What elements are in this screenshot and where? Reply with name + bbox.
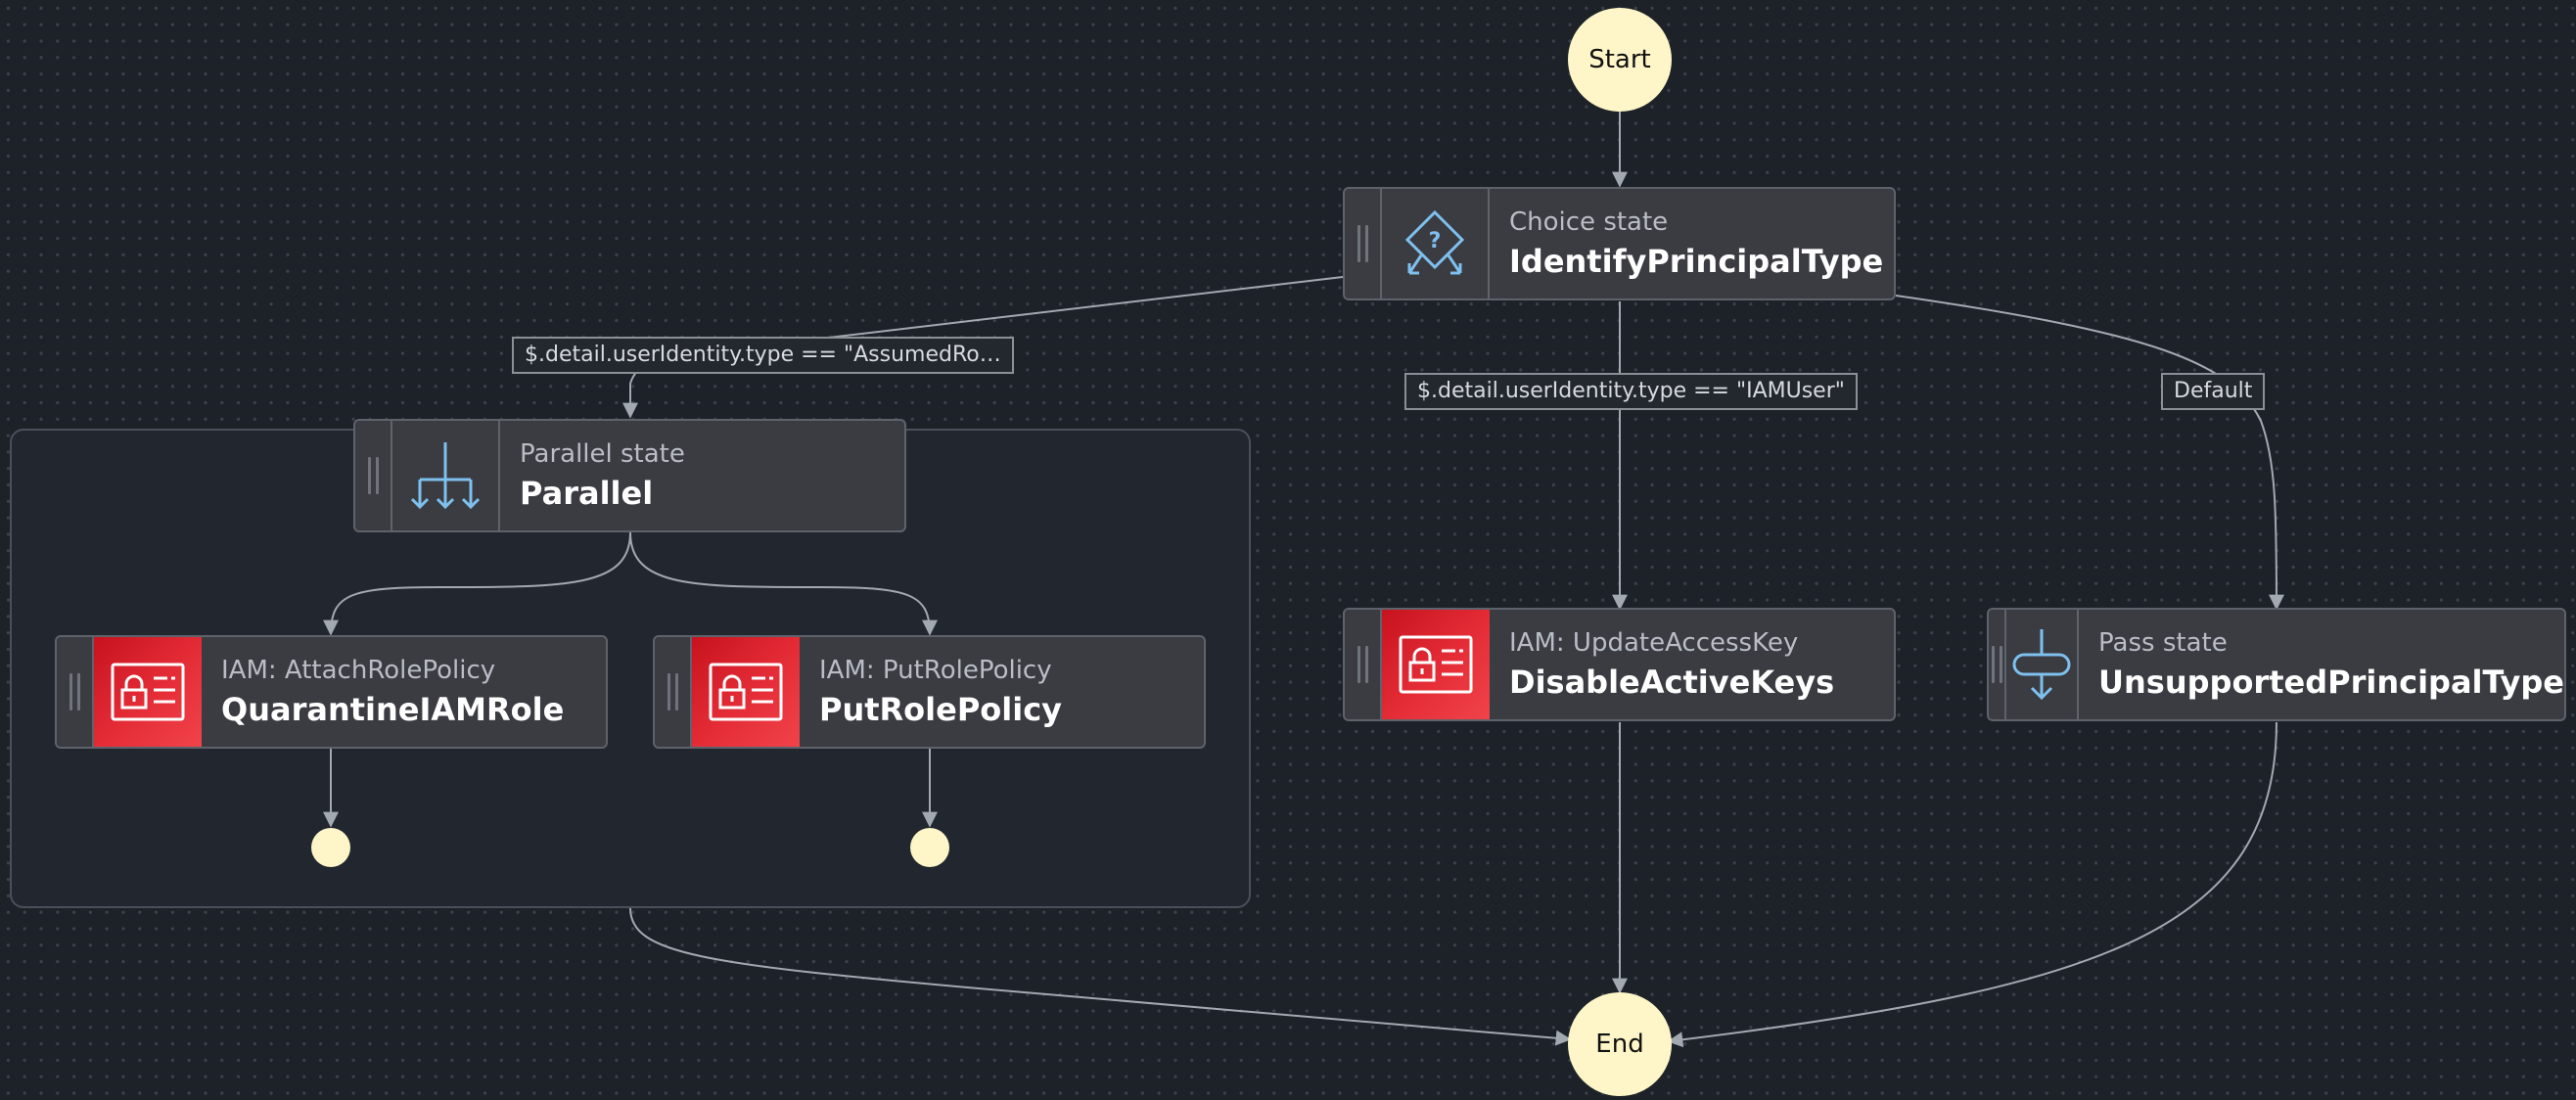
edge-pass-end xyxy=(1667,721,2277,1048)
pass-arrow-icon xyxy=(2006,610,2080,719)
drag-handle[interactable] xyxy=(355,421,392,530)
drag-handle[interactable] xyxy=(1345,610,1382,719)
end-node[interactable]: End xyxy=(1568,992,1672,1096)
attach-name: QuarantineIAMRole xyxy=(221,691,565,728)
choice-kind: Choice state xyxy=(1509,207,1669,237)
parallel-branch-icon xyxy=(392,421,500,530)
drag-handle[interactable] xyxy=(1345,189,1382,298)
put-kind: IAM: PutRolePolicy xyxy=(819,656,1052,685)
edge-label-assumed-role[interactable]: $.detail.userIdentity.type == "AssumedRo… xyxy=(512,337,1014,374)
update-name: DisableActiveKeys xyxy=(1509,664,1835,701)
parallel-state-node[interactable]: Parallel state Parallel xyxy=(353,419,906,532)
choice-name: IdentifyPrincipalType xyxy=(1509,243,1884,280)
iam-certificate-icon xyxy=(692,637,800,747)
edge-label-iam-user[interactable]: $.detail.userIdentity.type == "IAMUser" xyxy=(1404,373,1858,410)
drag-handle[interactable] xyxy=(57,637,94,747)
update-access-key-node[interactable]: IAM: UpdateAccessKey DisableActiveKeys xyxy=(1343,608,1896,721)
drag-handle[interactable] xyxy=(1989,610,2007,719)
edge-parallel-end xyxy=(629,907,1572,1046)
attach-kind: IAM: AttachRolePolicy xyxy=(221,656,496,685)
choice-state-node[interactable]: ? Choice state IdentifyPrincipalType xyxy=(1343,187,1896,300)
branch-end-attach xyxy=(311,828,350,867)
edge-label-default[interactable]: Default xyxy=(2161,373,2266,410)
end-label: End xyxy=(1595,1030,1644,1059)
pass-kind: Pass state xyxy=(2098,628,2228,658)
parallel-name: Parallel xyxy=(520,475,654,512)
put-name: PutRolePolicy xyxy=(819,691,1063,728)
edge-parallel-attach xyxy=(323,531,631,636)
pass-state-node[interactable]: Pass state UnsupportedPrincipalType xyxy=(1987,608,2566,721)
iam-certificate-icon xyxy=(1382,610,1490,719)
iam-certificate-icon xyxy=(94,637,202,747)
edge-parallel-put xyxy=(629,531,938,636)
choice-diamond-icon: ? xyxy=(1382,189,1490,298)
drag-handle[interactable] xyxy=(655,637,692,747)
attach-role-policy-node[interactable]: IAM: AttachRolePolicy QuarantineIAMRole xyxy=(55,635,608,749)
update-kind: IAM: UpdateAccessKey xyxy=(1509,628,1799,658)
edge-choice-pass xyxy=(1895,295,2284,611)
pass-name: UnsupportedPrincipalType xyxy=(2098,664,2564,701)
parallel-kind: Parallel state xyxy=(520,439,685,469)
start-label: Start xyxy=(1588,45,1651,74)
svg-text:?: ? xyxy=(1429,229,1442,253)
branch-end-put xyxy=(910,828,949,867)
put-role-policy-node[interactable]: IAM: PutRolePolicy PutRolePolicy xyxy=(653,635,1206,749)
start-node[interactable]: Start xyxy=(1568,8,1672,112)
